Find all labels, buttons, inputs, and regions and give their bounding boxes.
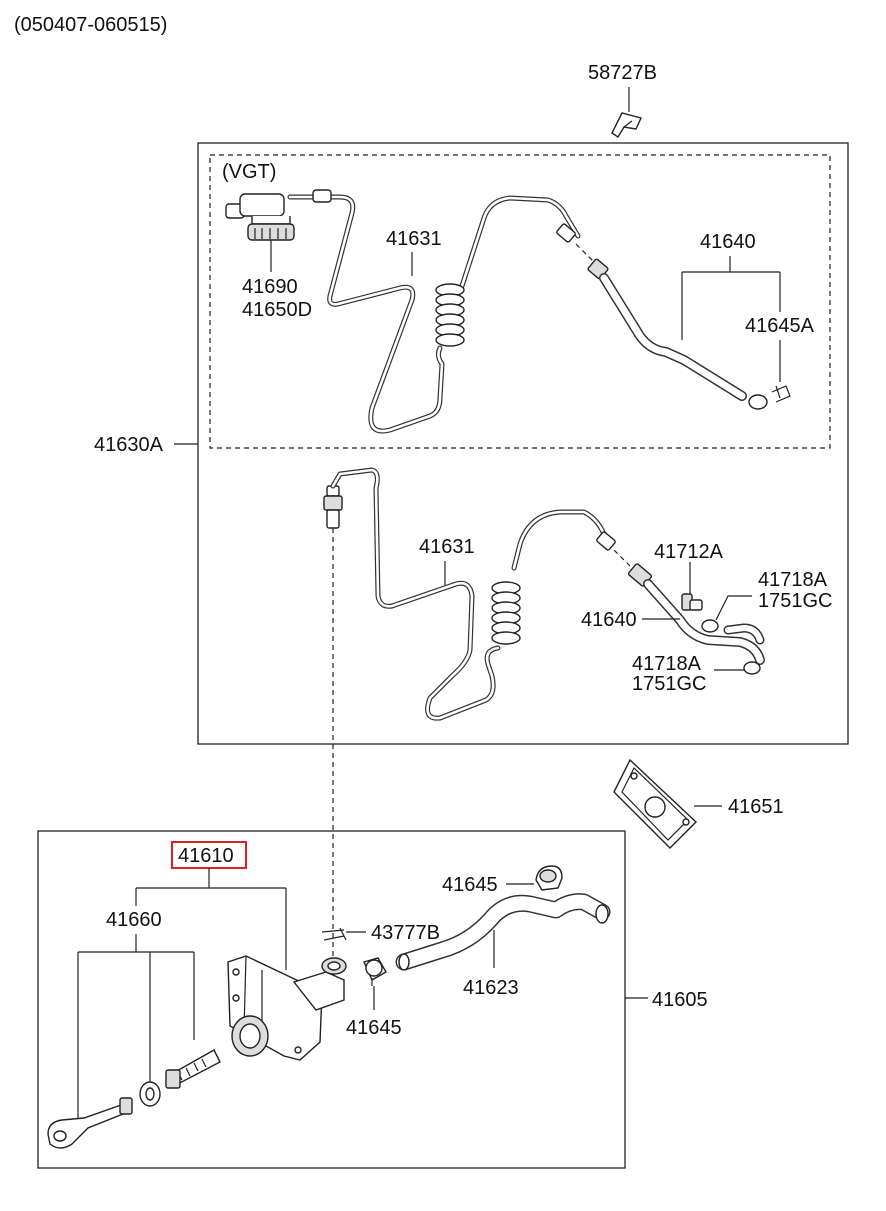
pipe-41631-lower[interactable] — [330, 467, 609, 721]
washer-41660[interactable] — [139, 1081, 161, 1107]
label-41640-bottom[interactable]: 41640 — [581, 609, 637, 631]
label-1751GC-1[interactable]: 1751GC — [758, 590, 833, 612]
pipe-41631-vgt[interactable] — [287, 189, 581, 434]
label-41640-top[interactable]: 41640 — [700, 231, 756, 253]
coil-41631-vgt[interactable] — [435, 283, 465, 347]
clip-41645A[interactable] — [771, 385, 791, 403]
slave-cylinder-41610[interactable] — [227, 955, 347, 1061]
hose-41623[interactable] — [395, 893, 611, 971]
bleeder-screw-41660[interactable] — [165, 1049, 221, 1089]
label-41651[interactable]: 41651 — [728, 796, 784, 818]
hose-41640-lower[interactable] — [596, 531, 765, 665]
date-range: (050407-060515) — [14, 14, 167, 36]
label-41605[interactable]: 41605 — [652, 989, 708, 1011]
hose-41640-vgt[interactable] — [556, 223, 768, 410]
label-43777B[interactable]: 43777B — [371, 922, 440, 944]
oring-41718A-2[interactable] — [743, 661, 761, 675]
vgt-label: (VGT) — [222, 161, 276, 183]
clamp-41645-upper[interactable] — [535, 865, 563, 891]
label-41645A[interactable]: 41645A — [745, 315, 815, 337]
label-41610[interactable]: 41610 — [178, 845, 234, 867]
label-58727B[interactable]: 58727B — [588, 62, 657, 84]
label-41645-lower[interactable]: 41645 — [346, 1017, 402, 1039]
label-41645-upper[interactable]: 41645 — [442, 874, 498, 896]
label-41712A[interactable]: 41712A — [654, 541, 724, 563]
assembly-box-41605 — [37, 830, 626, 1169]
label-41660[interactable]: 41660 — [106, 909, 162, 931]
label-41718A-1[interactable]: 41718A — [758, 569, 828, 591]
clip-43777B[interactable] — [321, 927, 347, 941]
coil-41631-lower[interactable] — [491, 581, 521, 645]
reservoir-fitting-41690[interactable] — [225, 193, 295, 241]
oring-41718A-1[interactable] — [701, 619, 719, 633]
label-41718A-2[interactable]: 41718A — [632, 653, 702, 675]
clamp-41645-lower[interactable] — [363, 957, 387, 986]
push-rod-41660[interactable] — [47, 1097, 133, 1149]
vgt-dashed-box — [209, 154, 831, 449]
label-41630A[interactable]: 41630A — [94, 434, 164, 456]
bleeder-41712A[interactable] — [681, 593, 703, 611]
label-41690[interactable]: 41690 — [242, 276, 298, 298]
label-1751GC-2[interactable]: 1751GC — [632, 673, 707, 695]
fitting-top-lower[interactable] — [323, 485, 343, 529]
label-41631-top[interactable]: 41631 — [386, 228, 442, 250]
label-41631-bottom[interactable]: 41631 — [419, 536, 475, 558]
bracket-58727B[interactable] — [611, 112, 642, 138]
label-41623[interactable]: 41623 — [463, 977, 519, 999]
gasket-41651[interactable] — [613, 758, 698, 849]
label-41650D[interactable]: 41650D — [242, 299, 312, 321]
